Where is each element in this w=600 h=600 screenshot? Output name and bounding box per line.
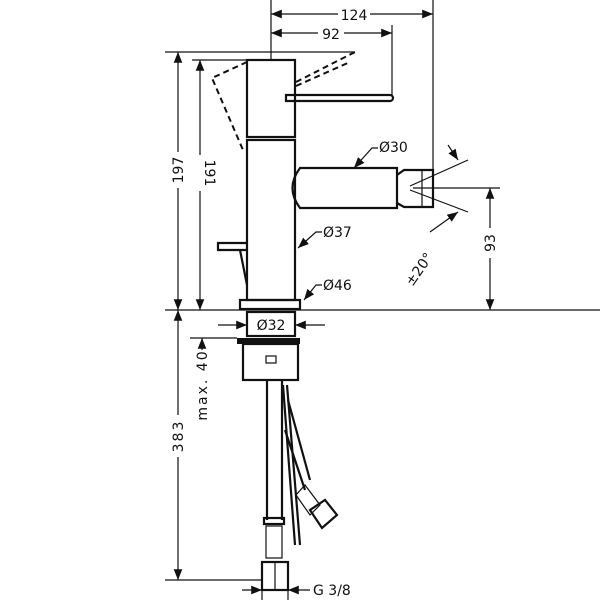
dim-d46: Ø46: [323, 278, 352, 294]
faucet-body: [210, 51, 435, 311]
dim-92: 92: [322, 27, 340, 43]
dim-max-40: max. 40: [195, 349, 211, 420]
dim-93: 93: [483, 234, 499, 252]
under-counter-connection: [237, 310, 339, 592]
dim-191: 191: [201, 160, 217, 187]
dim-d30: Ø30: [379, 140, 408, 156]
dimension-lines: [165, 0, 600, 600]
dim-383: 383: [171, 420, 187, 453]
dim-124: 124: [341, 8, 368, 24]
dim-angle: ±20°: [403, 250, 437, 289]
dim-d32: Ø32: [257, 318, 286, 334]
dim-197: 197: [171, 157, 187, 184]
dim-d37: Ø37: [323, 225, 352, 241]
dim-g38: G 3/8: [313, 583, 351, 599]
dimension-labels: 124 92 197 191 93 Ø30 Ø37 Ø46 Ø32 ±20° m…: [170, 5, 499, 599]
